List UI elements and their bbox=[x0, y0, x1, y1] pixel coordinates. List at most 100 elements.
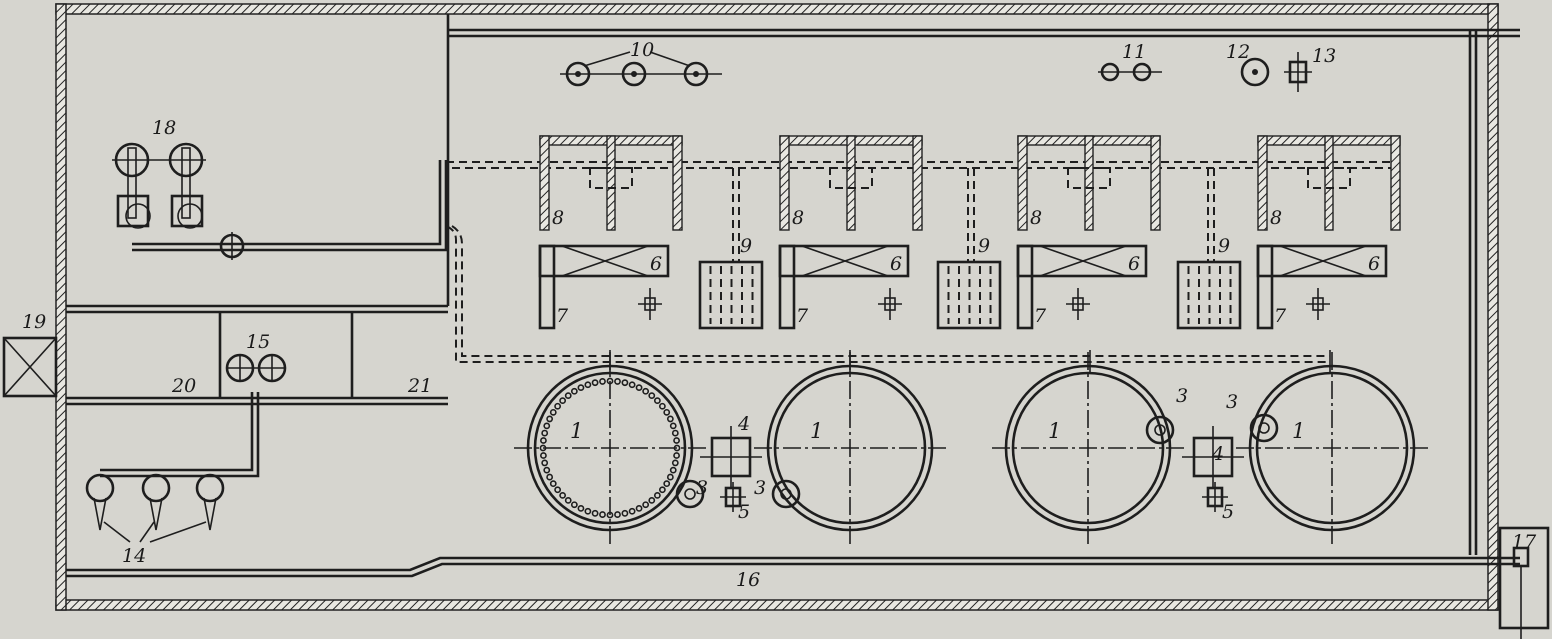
bay-2: 8 6 7 bbox=[778, 135, 923, 330]
chamber-wall-left bbox=[779, 135, 790, 231]
agitators: 3 3 3 3 bbox=[675, 385, 1279, 509]
coil-ring bbox=[658, 486, 666, 494]
coil-ring bbox=[539, 444, 547, 452]
label-5b: 5 bbox=[1222, 501, 1234, 523]
coil-ring bbox=[653, 491, 661, 499]
coil-ring bbox=[606, 377, 614, 385]
coil-ring bbox=[543, 466, 551, 474]
bin-cross-b bbox=[1279, 245, 1367, 277]
label-6: 6 bbox=[1128, 253, 1140, 275]
coil-ring bbox=[666, 473, 674, 481]
coil-ring bbox=[663, 480, 671, 488]
chamber-wall-left bbox=[539, 135, 550, 231]
bay-4: 867 bbox=[1256, 135, 1401, 330]
vat-4: 1 bbox=[1236, 352, 1428, 544]
coil-ring bbox=[648, 392, 656, 400]
stand bbox=[1016, 244, 1034, 330]
label-13: 13 bbox=[1312, 45, 1336, 67]
label-3c: 3 bbox=[1176, 385, 1188, 407]
coil-ring bbox=[614, 511, 621, 518]
chamber-burner bbox=[829, 167, 873, 189]
chamber-wall-right bbox=[912, 135, 923, 231]
coil-ring bbox=[577, 504, 585, 512]
coil-ring bbox=[671, 429, 679, 437]
coil-ring bbox=[621, 509, 629, 517]
label-8: 8 bbox=[1030, 207, 1042, 229]
label-7: 7 bbox=[1274, 305, 1287, 327]
stand bbox=[778, 244, 796, 330]
label-11: 11 bbox=[1122, 41, 1146, 63]
coil-ring bbox=[549, 408, 557, 416]
coil-ring bbox=[614, 378, 621, 385]
pump-group-a: 4 5 bbox=[700, 413, 762, 523]
rooms-20-21: 20 21 15 bbox=[171, 331, 432, 397]
label-7: 7 bbox=[1034, 305, 1047, 327]
label-6: 6 bbox=[890, 253, 902, 275]
coil-ring bbox=[635, 504, 643, 512]
label-7: 7 bbox=[796, 305, 809, 327]
coil-ring bbox=[540, 452, 547, 459]
coil-ring bbox=[554, 402, 562, 410]
label-4b: 4 bbox=[1211, 443, 1224, 465]
bin-cross-b bbox=[801, 245, 889, 277]
coil-ring bbox=[591, 379, 599, 387]
chamber-wall-right bbox=[672, 135, 683, 231]
label-3a: 3 bbox=[696, 477, 708, 499]
coil-ring bbox=[642, 387, 650, 395]
label-19: 19 bbox=[22, 311, 46, 333]
rack-frame bbox=[1176, 260, 1242, 330]
vat-inner bbox=[533, 371, 687, 525]
label-17: 17 bbox=[1512, 531, 1537, 553]
bay-3: 8 6 7 bbox=[1016, 135, 1161, 330]
coil-ring bbox=[671, 459, 679, 467]
coil-ring bbox=[663, 408, 671, 416]
chamber-divider bbox=[606, 135, 616, 231]
vat-inner bbox=[1255, 371, 1409, 525]
coil-ring bbox=[669, 422, 677, 430]
coil-ring bbox=[549, 480, 557, 488]
coil-ring bbox=[606, 511, 614, 519]
coil-ring bbox=[577, 384, 585, 392]
coil-ring bbox=[599, 378, 606, 385]
label-8: 8 bbox=[1270, 207, 1282, 229]
label-8: 8 bbox=[792, 207, 804, 229]
coil-ring bbox=[546, 415, 554, 423]
chamber-divider bbox=[1084, 135, 1094, 231]
coil-ring bbox=[541, 459, 549, 467]
coil-ring bbox=[564, 392, 572, 400]
coil-ring bbox=[635, 384, 643, 392]
coil-ring bbox=[642, 501, 650, 509]
building-walls bbox=[55, 3, 1499, 611]
coil-ring bbox=[628, 381, 636, 389]
label-18: 18 bbox=[152, 117, 176, 139]
label-7: 7 bbox=[556, 305, 569, 327]
rack-2: 9 bbox=[936, 235, 1002, 330]
coil-ring bbox=[540, 437, 547, 444]
coil-ring bbox=[628, 507, 636, 515]
label-10: 10 bbox=[630, 39, 654, 61]
chamber-wall-left bbox=[1257, 135, 1268, 231]
stand bbox=[1256, 244, 1274, 330]
unit-10: 10 bbox=[560, 39, 722, 87]
coil-ring bbox=[584, 507, 592, 515]
vat-2: 1 bbox=[754, 352, 946, 544]
bay-1: 867 bbox=[538, 135, 683, 330]
unit-12: 12 bbox=[1226, 41, 1270, 87]
label-14: 14 bbox=[122, 545, 146, 567]
label-3b: 3 bbox=[754, 477, 766, 499]
unit-19: 19 bbox=[2, 311, 58, 398]
chamber-burner bbox=[1307, 167, 1351, 189]
rack-3: 9 bbox=[1176, 235, 1242, 330]
coil-ring bbox=[546, 473, 554, 481]
coil-ring bbox=[673, 452, 680, 459]
coil-ring bbox=[541, 429, 549, 437]
label-5a: 5 bbox=[738, 501, 750, 523]
chamber-burner bbox=[1067, 167, 1111, 189]
coil-ring bbox=[559, 491, 567, 499]
coil-ring bbox=[554, 486, 562, 494]
coil-ring bbox=[599, 511, 606, 518]
unit-11: 11 bbox=[1098, 41, 1162, 82]
